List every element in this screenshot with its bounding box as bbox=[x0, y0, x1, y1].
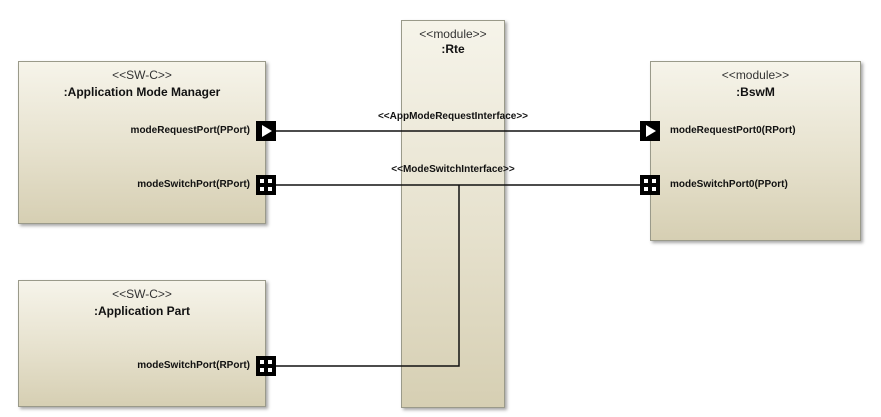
app-mode-manager-stereotype: <<SW-C>> bbox=[112, 68, 172, 82]
rte-name: :Rte bbox=[441, 42, 465, 56]
app-part-component[interactable]: <<SW-C>> :Application Part bbox=[18, 280, 266, 407]
mode-switch-connector-label: <<ModeSwitchInterface>> bbox=[391, 164, 515, 175]
bswm-mode-switch-port-icon[interactable] bbox=[640, 175, 660, 195]
bswm-mode-switch-port-label: modeSwitchPort0(PPort) bbox=[670, 179, 788, 190]
bswm-mode-request-port-icon[interactable] bbox=[640, 121, 660, 141]
amm-mode-request-port-label: modeRequestPort(PPort) bbox=[130, 125, 250, 136]
amm-mode-request-port-icon[interactable] bbox=[256, 121, 276, 141]
mode-request-connector-label: <<AppModeRequestInterface>> bbox=[377, 111, 529, 122]
amm-mode-switch-port-icon[interactable] bbox=[256, 175, 276, 195]
rte-module[interactable]: <<module>> :Rte bbox=[401, 20, 505, 408]
app-mode-manager-name: :Application Mode Manager bbox=[63, 85, 221, 99]
app-part-mode-switch-port-label: modeSwitchPort(RPort) bbox=[137, 360, 250, 371]
bswm-mode-request-port-label: modeRequestPort0(RPort) bbox=[670, 125, 796, 136]
app-part-stereotype: <<SW-C>> bbox=[112, 287, 172, 301]
bswm-stereotype: <<module>> bbox=[721, 68, 790, 82]
bswm-name: :BswM bbox=[736, 85, 775, 99]
app-part-mode-switch-connector[interactable] bbox=[276, 185, 460, 367]
amm-mode-switch-port-label: modeSwitchPort(RPort) bbox=[137, 179, 250, 190]
rte-stereotype: <<module>> bbox=[419, 27, 487, 41]
app-part-name: :Application Part bbox=[93, 304, 190, 318]
app-part-mode-switch-port-icon[interactable] bbox=[256, 356, 276, 376]
app-mode-manager-component[interactable]: <<SW-C>> :Application Mode Manager bbox=[18, 61, 266, 224]
bswm-module[interactable]: <<module>> :BswM bbox=[650, 61, 861, 241]
